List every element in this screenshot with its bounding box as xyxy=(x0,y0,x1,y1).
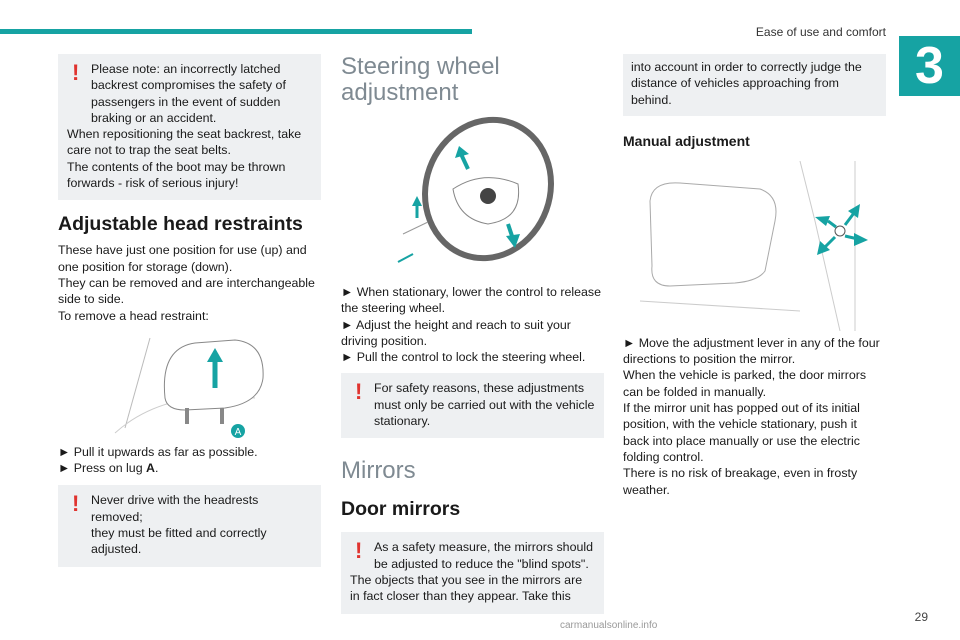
bullet-item: ► Press on lug A. xyxy=(58,460,321,476)
heading-head-restraints: Adjustable head restraints xyxy=(58,213,303,236)
heading-steering-wheel: Steering wheel adjustment xyxy=(341,53,500,106)
bullet-item: ► Pull it upwards as far as possible. xyxy=(58,444,258,459)
paragraph: To remove a head restraint: xyxy=(58,308,209,323)
steering-wheel-figure xyxy=(373,114,573,274)
bullet-text: . xyxy=(154,461,159,476)
note-text-line1: Please note: an incorrectly latched xyxy=(91,62,281,76)
warning-note-headrest: ! Never drive with the headrests removed… xyxy=(58,485,321,567)
note-text-2: When repositioning the seat backrest, ta… xyxy=(67,127,302,158)
column-2: Steering wheel adjustment ► When station… xyxy=(341,54,604,614)
note-text-line1: Never drive with the headrests removed; xyxy=(91,493,259,524)
head-restraint-illustration: A xyxy=(114,337,264,438)
steering-wheel-illustration xyxy=(397,116,554,263)
section-title: Ease of use and comfort xyxy=(755,25,886,39)
warning-note-mirrors: ! As a safety measure, the mirrors shoul… xyxy=(341,532,604,614)
note-text-3: The contents of the boot may be thrown f… xyxy=(67,159,286,191)
warning-icon: ! xyxy=(355,538,363,564)
heading-manual-adjustment: Manual adjustment xyxy=(623,132,750,149)
note-text-2: The objects that you see in the mirrors … xyxy=(350,572,583,604)
warning-note-backrest: ! Please note: an incorrectly latched ba… xyxy=(58,54,321,201)
warning-icon: ! xyxy=(72,60,80,85)
note-text: be adjusted to reduce the "blind spots". xyxy=(374,556,589,571)
bullet-item: ► Adjust the height and reach to suit yo… xyxy=(341,317,571,348)
note-text-line1: For safety reasons, these adjustments xyxy=(374,381,585,396)
warning-note-steering: ! For safety reasons, these adjustments … xyxy=(341,373,604,439)
top-accent-bar xyxy=(0,29,472,34)
paragraph: These have just one position for use (up… xyxy=(58,243,307,274)
bullet-text: ► Press on lug xyxy=(58,461,147,476)
bullet-item: ► Pull the control to lock the steering … xyxy=(341,350,586,365)
bullet-item: ► Move the adjustment lever in any of th… xyxy=(623,335,880,367)
note-text-line1: As a safety measure, the mirrors should xyxy=(374,540,593,555)
paragraph: They can be removed and are interchangea… xyxy=(58,275,315,307)
mirror-adjustment-figure xyxy=(639,160,870,331)
note-text: into account in order to correctly judge… xyxy=(631,60,862,107)
head-restraint-figure: A xyxy=(105,328,275,438)
warning-icon: ! xyxy=(355,379,363,405)
heading-mirrors: Mirrors xyxy=(341,457,416,485)
chapter-tab: 3 xyxy=(899,36,960,96)
column-3: into account in order to correctly judge… xyxy=(623,54,886,498)
page-number: 29 xyxy=(914,610,928,624)
lug-ref: A xyxy=(146,461,155,476)
watermark: carmanualsonline.info xyxy=(560,620,658,631)
heading-door-mirrors: Door mirrors xyxy=(341,498,461,521)
mirror-adjustment-illustration xyxy=(639,160,868,331)
paragraph: If the mirror unit has popped out of its… xyxy=(623,401,860,464)
bullet-item: ► When stationary, lower the control to … xyxy=(341,285,601,316)
paragraph: There is no risk of breakage, even in fr… xyxy=(623,466,858,497)
note-text: backrest compromises the safety of passe… xyxy=(91,78,286,125)
note-text: they must be fitted and correctly adjust… xyxy=(91,526,267,557)
warning-note-continued: into account in order to correctly judge… xyxy=(623,54,886,116)
warning-icon: ! xyxy=(72,491,80,517)
paragraph: When the vehicle is parked, the door mir… xyxy=(623,368,867,399)
lug-label: A xyxy=(234,427,241,438)
note-text: must only be carried out with the vehicl… xyxy=(374,397,595,429)
column-1: ! Please note: an incorrectly latched ba… xyxy=(58,54,321,567)
